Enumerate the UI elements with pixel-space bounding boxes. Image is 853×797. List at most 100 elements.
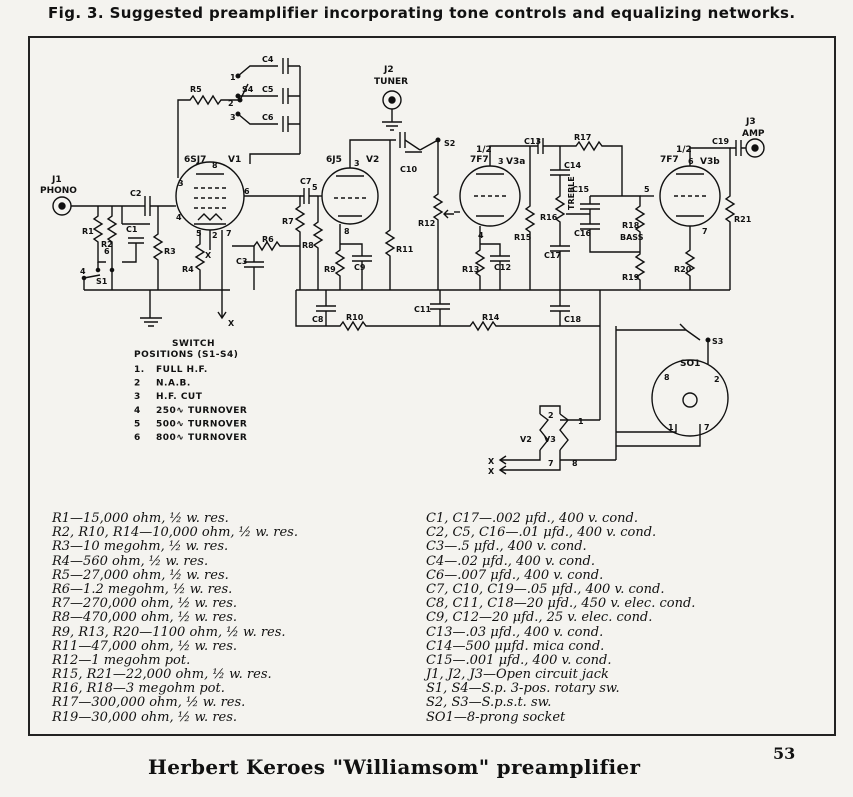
label-v3a-pin4: 4: [478, 231, 484, 240]
label-heater-pin1: 1: [578, 417, 584, 426]
label-s4-pin2: 2: [228, 99, 234, 108]
parts-list-item: R1—15,000 ohm, ½ w. res.: [52, 511, 229, 526]
parts-list-item: R16, R18—3 megohm pot.: [52, 681, 225, 697]
socket-so1: [651, 359, 729, 437]
label-x1: X: [205, 251, 212, 260]
label-v3: V3: [544, 435, 556, 444]
label-heater-pin2: 2: [548, 411, 554, 420]
label-heater-pin8: 8: [572, 459, 578, 468]
switch-position-number: 4: [134, 406, 141, 416]
label-r3: R3: [164, 247, 176, 256]
label-r9: R9: [324, 265, 336, 274]
label-t2-unit: V2: [366, 155, 379, 165]
label-r13: R13: [462, 265, 479, 274]
label-c11: C11: [414, 305, 431, 314]
label-s1-pin4: 4: [80, 267, 86, 276]
switch-position-number: 5: [134, 419, 141, 429]
label-s3: S3: [712, 337, 723, 346]
label-r5: R5: [190, 85, 202, 94]
label-x3: X: [488, 457, 495, 466]
label-r20: R20: [674, 265, 692, 274]
figure-caption: Fig. 3. Suggested preamplifier incorpora…: [48, 4, 796, 22]
label-t1-name: 6SJ7: [184, 155, 206, 165]
page-number: 53: [773, 744, 796, 763]
label-so1-pin8: 8: [664, 373, 670, 382]
switch-position-number: 2: [134, 379, 141, 389]
label-v3b-pin5: 5: [644, 185, 650, 194]
switch-subtitle: POSITIONS (S1-S4): [134, 350, 238, 360]
label-phono: PHONO: [40, 186, 77, 196]
label-tuner: TUNER: [374, 77, 408, 87]
label-v1-pin3: 3: [178, 179, 184, 188]
switch-position-label: 500∿ TURNOVER: [156, 419, 247, 429]
parts-list-item: R8—470,000 ohm, ½ w. res.: [52, 610, 238, 626]
label-so1-pin7: 7: [704, 423, 710, 432]
label-t1-unit: V1: [228, 155, 241, 165]
label-so1: SO1: [680, 359, 700, 369]
label-c15: C15: [572, 185, 589, 194]
parts-list-item: C6—.007 μfd., 400 v. cond.: [426, 567, 604, 583]
jack-j3: [745, 138, 765, 158]
label-j2: J2: [383, 65, 394, 75]
label-v1-pin6: 6: [244, 187, 250, 196]
label-x4: X: [488, 467, 495, 476]
switch-position-label: H.F. CUT: [156, 392, 203, 402]
label-v1-pin4: 4: [176, 213, 182, 222]
label-c19: C19: [712, 137, 729, 146]
parts-list-item: R12—1 megohm pot.: [52, 652, 191, 668]
label-r12: R12: [418, 219, 435, 228]
label-v1-pin7: 7: [226, 229, 232, 238]
parts-list-item: C14—500 μμfd. mica cond.: [426, 638, 605, 654]
label-so1-pin2: 2: [714, 375, 720, 384]
parts-list-item: R4—560 ohm, ½ w. res.: [52, 553, 209, 569]
parts-list-item: R2, R10, R14—10,000 ohm, ½ w. res.: [52, 525, 298, 541]
label-amp: AMP: [742, 129, 765, 139]
label-v3a-pin3: 3: [498, 157, 504, 166]
label-heater-pin7: 7: [548, 459, 554, 468]
tube-v2: [321, 167, 379, 225]
switch-title: SWITCH: [172, 339, 215, 349]
label-t2-name: 6J5: [326, 155, 342, 165]
label-t4-name: 7F7: [660, 155, 679, 165]
label-c6: C6: [262, 113, 274, 122]
label-r16: R16: [540, 213, 558, 222]
label-r8: R8: [302, 241, 314, 250]
switch-position-number: 6: [134, 433, 141, 443]
footer-title: Herbert Keroes "Williamsom" preamplifier: [148, 755, 641, 779]
parts-list-item: C9, C12—20 μfd., 25 v. elec. cond.: [426, 610, 653, 626]
label-s4-pin3: 3: [230, 113, 236, 122]
label-c1: C1: [126, 225, 138, 234]
label-c14: C14: [564, 161, 581, 170]
label-v2-pin3: 3: [354, 159, 360, 168]
label-r19: R19: [622, 273, 640, 282]
label-so1-pin1: 1: [668, 423, 674, 432]
parts-list-item: C3—.5 μfd., 400 v. cond.: [426, 539, 587, 555]
parts-list-capacitors: C1, C17—.002 μfd., 400 v. cond.C2, C5, C…: [426, 511, 695, 725]
label-r1: R1: [82, 227, 94, 236]
label-t3-name: 7F7: [470, 155, 489, 165]
label-r2: R2: [101, 240, 113, 249]
parts-list-item: R19—30,000 ohm, ½ w. res.: [52, 709, 238, 725]
parts-list-item: J1, J2, J3—Open circuit jack: [426, 667, 609, 683]
parts-list-resistors: R1—15,000 ohm, ½ w. res.R2, R10, R14—10,…: [52, 511, 298, 725]
parts-list-item: R5—27,000 ohm, ½ w. res.: [52, 567, 229, 583]
label-c4: C4: [262, 55, 274, 64]
label-r21: R21: [734, 215, 752, 224]
parts-list-item: C2, C5, C16—.01 μfd., 400 v. cond.: [426, 525, 657, 541]
switch-position-label: 800∿ TURNOVER: [156, 433, 247, 443]
schematic-diagram: J1 PHONO R1 R2 C1 S1 4 6 C2 R3 6SJ7 V1 3…: [40, 55, 765, 476]
label-r15: R15: [514, 233, 532, 242]
switch-position-label: N.A.B.: [156, 379, 191, 389]
label-r6: R6: [262, 235, 274, 244]
label-v1-pin8: 8: [212, 161, 218, 170]
label-c12: C12: [494, 263, 511, 272]
label-r18: R18: [622, 221, 640, 230]
switch-position-number: 3: [134, 392, 141, 402]
label-x2: X: [228, 319, 235, 328]
label-c17: C17: [544, 251, 561, 260]
label-r11: R11: [396, 245, 414, 254]
label-c13: C13: [524, 137, 541, 146]
parts-list-item: C7, C10, C19—.05 μfd., 400 v. cond.: [426, 581, 665, 597]
label-v2: V2: [520, 435, 532, 444]
label-s4-pin1: 1: [230, 73, 236, 82]
